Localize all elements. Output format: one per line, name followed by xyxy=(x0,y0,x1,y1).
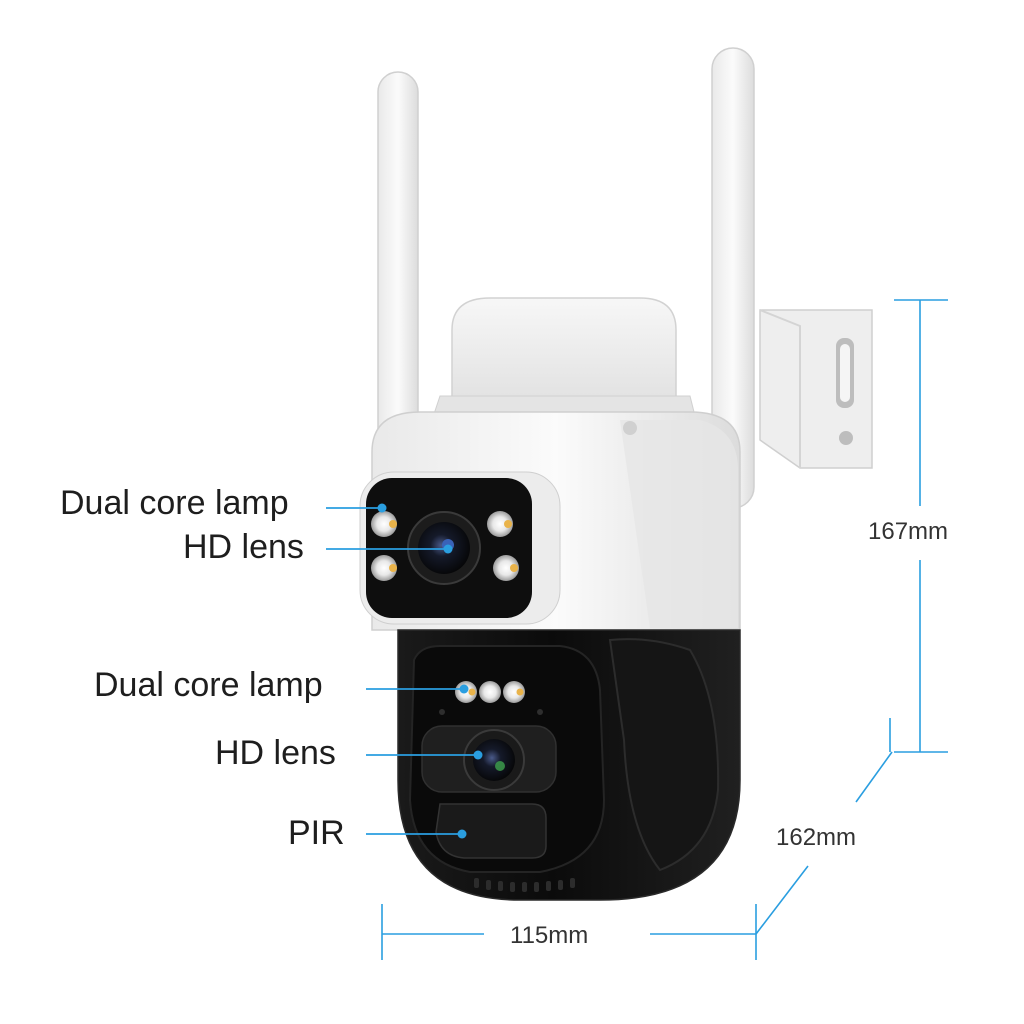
dimension-depth-label: 162mm xyxy=(776,824,857,851)
width-dimension-line xyxy=(381,904,757,960)
height-dimension-line xyxy=(894,299,948,753)
callout-line-pir xyxy=(366,829,467,839)
dimension-width-label: 115mm xyxy=(510,922,589,949)
upper-housing xyxy=(359,411,741,631)
label-pir: PIR xyxy=(288,814,345,852)
label-upper-hd-lens: HD lens xyxy=(183,528,304,566)
left-antenna xyxy=(377,71,419,463)
depth-dimension-line xyxy=(755,718,893,935)
label-lower-hd-lens: HD lens xyxy=(215,734,336,772)
wall-mount-bracket xyxy=(699,309,873,495)
label-lower-dual-core-lamp: Dual core lamp xyxy=(94,666,323,704)
lower-housing xyxy=(397,629,741,901)
lower-hd-lens xyxy=(463,729,525,791)
label-upper-dual-core-lamp: Dual core lamp xyxy=(60,484,289,522)
callout-line-upper-lamp xyxy=(326,503,387,513)
dimension-height-label: 167mm xyxy=(868,518,949,545)
top-dome xyxy=(431,297,697,421)
callout-line-lower-lamp xyxy=(366,684,469,694)
upper-led-array xyxy=(371,511,519,581)
callout-line-lower-lens xyxy=(366,750,483,760)
callout-line-upper-lens xyxy=(326,544,453,554)
